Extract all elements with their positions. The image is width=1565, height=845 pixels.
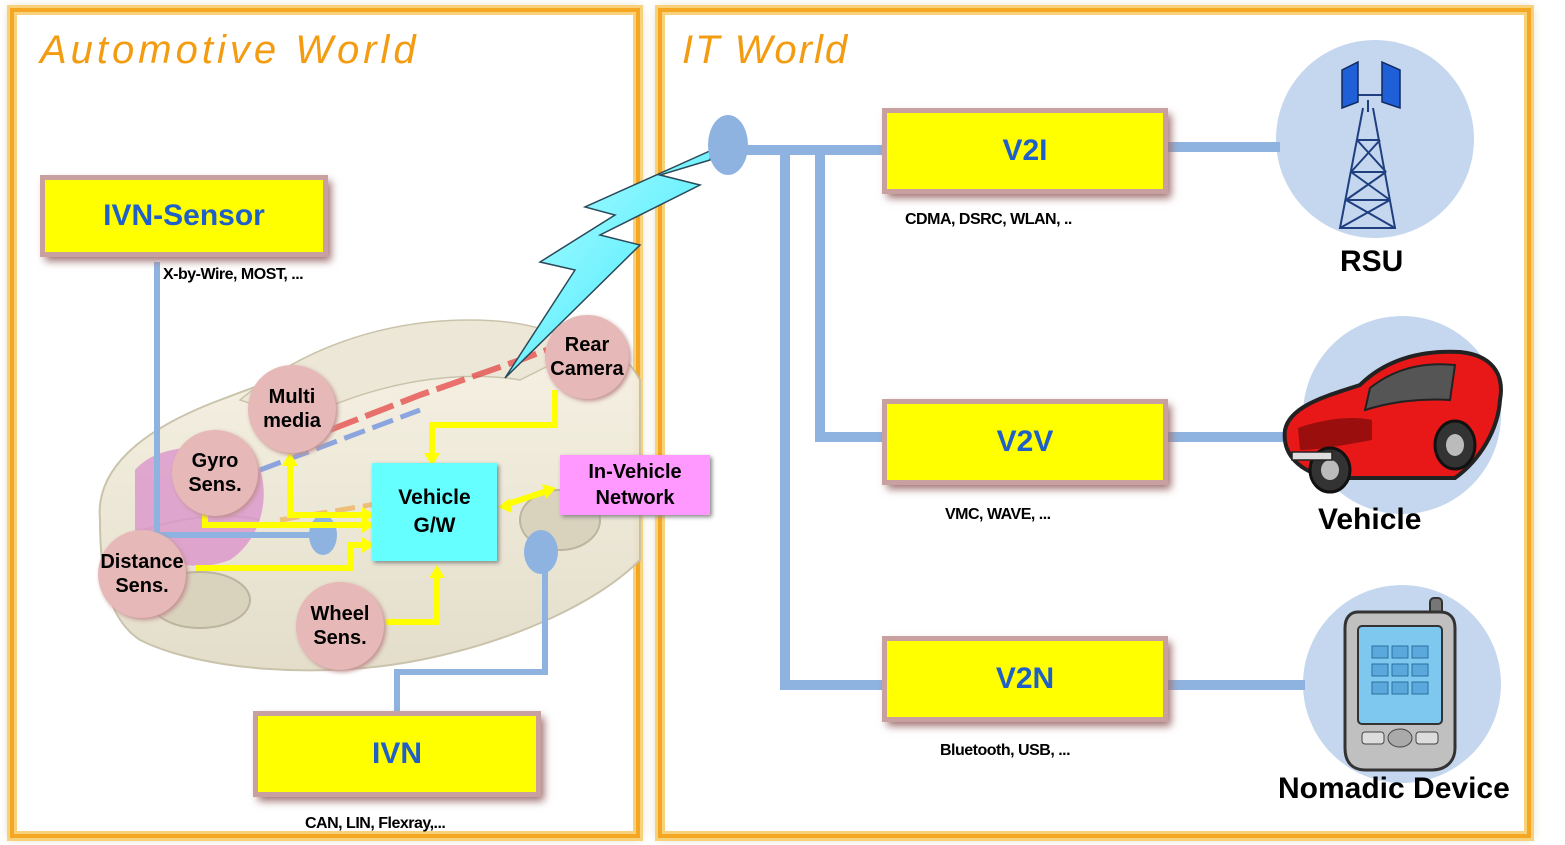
wheel-label-line1: Wheel bbox=[310, 603, 370, 625]
vehicle-gateway-label-line2: G/W bbox=[413, 514, 456, 537]
wheel-label-line2: Sens. bbox=[313, 627, 367, 649]
v2i-box: V2I bbox=[887, 113, 1163, 189]
ivn-sensor-protocols: X-by-Wire, MOST, ... bbox=[163, 266, 304, 283]
automotive-world-title: Automotive World bbox=[40, 28, 420, 72]
v2n-protocols: Bluetooth, USB, ... bbox=[940, 742, 1071, 759]
vehicle-label: Vehicle bbox=[1318, 503, 1422, 536]
vehicle-gateway-box: Vehicle G/W bbox=[372, 463, 497, 561]
sensor-arrows bbox=[195, 390, 558, 625]
mobile-phone-icon bbox=[1343, 597, 1457, 772]
distance-label-line2: Sens. bbox=[115, 575, 169, 597]
it-hub-junction bbox=[708, 115, 748, 175]
ivn-sensor-box: IVN-Sensor bbox=[45, 180, 323, 252]
multimedia-label-line1: Multi bbox=[268, 386, 316, 408]
it-connectors bbox=[728, 142, 1305, 690]
nomadic-device-label: Nomadic Device bbox=[1278, 772, 1510, 805]
it-world-title: IT World bbox=[682, 28, 850, 72]
sensor-arrowheads bbox=[282, 452, 556, 578]
vehicle-gateway-label-line1: Vehicle bbox=[398, 486, 471, 509]
in-vehicle-network-box: In-Vehicle Network bbox=[560, 455, 710, 515]
ivn-sensor-junction bbox=[309, 515, 337, 555]
rsu-label: RSU bbox=[1340, 245, 1404, 278]
distance-label-line1: Distance bbox=[100, 551, 184, 573]
ivn-box: IVN bbox=[258, 716, 536, 792]
v2n-box: V2N bbox=[887, 641, 1163, 717]
rear-camera-label-line2: Camera bbox=[550, 358, 624, 380]
multimedia-label-line2: media bbox=[263, 410, 321, 432]
in-vehicle-network-label-line1: In-Vehicle bbox=[588, 461, 682, 483]
red-car-icon bbox=[1282, 349, 1503, 494]
gyro-label-line1: Gyro bbox=[191, 450, 239, 472]
in-vehicle-network-label-line2: Network bbox=[595, 487, 675, 509]
wireless-link-icon bbox=[504, 148, 714, 379]
radio-tower-icon bbox=[1338, 60, 1401, 229]
ivn-protocols: CAN, LIN, Flexray,... bbox=[305, 815, 446, 832]
ivn-junction bbox=[524, 530, 558, 574]
v2v-box: V2V bbox=[887, 404, 1163, 480]
v2v-protocols: VMC, WAVE, ... bbox=[945, 506, 1051, 523]
v2i-protocols: CDMA, DSRC, WLAN, .. bbox=[905, 211, 1072, 228]
rear-camera-label-line1: Rear bbox=[564, 334, 610, 356]
gyro-label-line2: Sens. bbox=[188, 474, 242, 496]
